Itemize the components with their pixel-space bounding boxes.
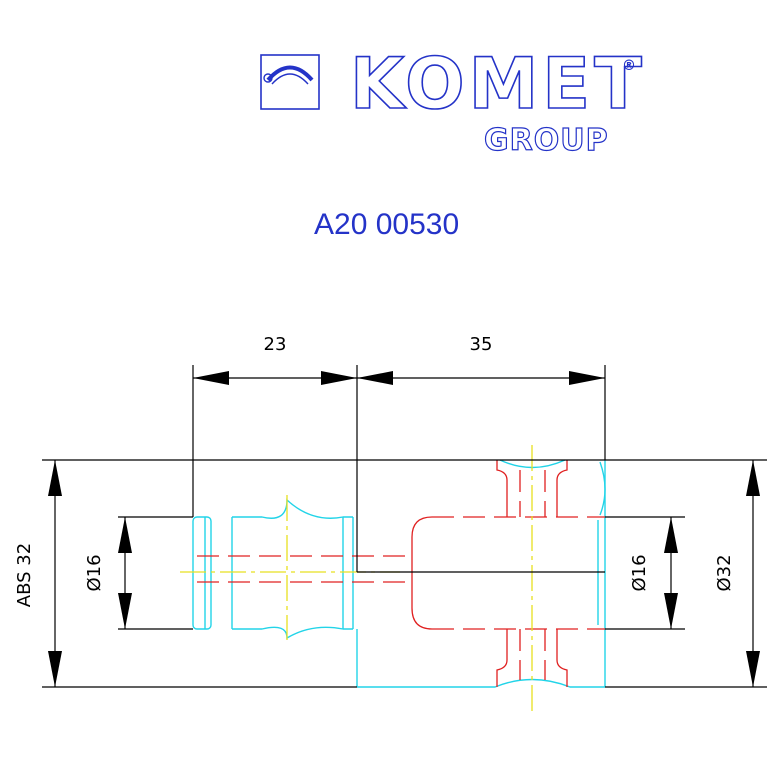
dim-length-right: 35 — [470, 334, 493, 355]
dimension-arrows — [48, 371, 760, 687]
logo-emblem-icon — [260, 54, 320, 110]
dimension-lines — [42, 365, 767, 688]
logo-brand-text: KOMET — [350, 43, 646, 125]
centerlines — [180, 445, 533, 712]
logo-group-text: GROUP — [484, 123, 609, 158]
dim-abs-length: ABS 32 — [14, 543, 35, 607]
dim-length-left: 23 — [264, 334, 287, 355]
part-outline — [192, 459, 606, 688]
komet-logo: KOMET ® GROUP — [260, 42, 646, 159]
dim-dia-right-outer: Ø32 — [714, 554, 735, 591]
dim-dia-right-inner: Ø16 — [629, 554, 650, 591]
registered-mark: ® — [622, 58, 636, 74]
hidden-lines — [197, 460, 605, 687]
part-number: A20 00530 — [314, 208, 459, 241]
dim-dia-left: Ø16 — [84, 554, 105, 591]
